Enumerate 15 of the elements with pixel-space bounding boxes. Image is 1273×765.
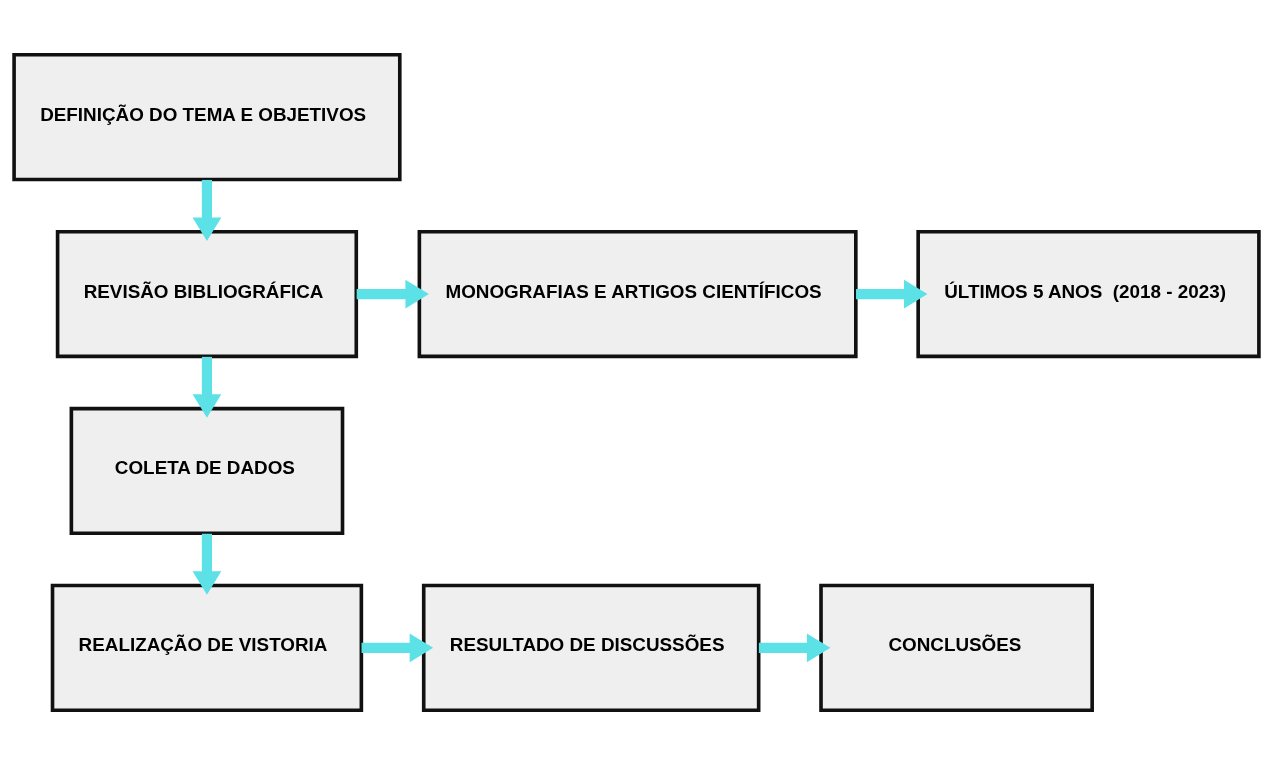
node-box: CONCLUSÕES <box>819 583 1094 712</box>
node-box: DEFINIÇÃO DO TEMA E OBJETIVOS <box>12 53 402 182</box>
node-box: COLETA DE DADOS <box>69 406 345 536</box>
arrow <box>361 633 434 663</box>
arrow <box>856 279 928 309</box>
node-box: MONOGRAFIAS E ARTIGOS CIENTÍFICOS <box>417 229 858 359</box>
arrow <box>192 356 222 418</box>
arrow <box>192 533 222 595</box>
node-box: REALIZAÇÃO DE VISTORIA <box>50 583 364 712</box>
node-box: RESULTADO DE DISCUSSÕES <box>421 583 761 712</box>
arrow <box>758 633 831 663</box>
node-box: REVISÃO BIBLIOGRÁFICA <box>55 229 359 359</box>
arrow <box>356 279 429 309</box>
arrow <box>192 179 222 241</box>
node-box: ÚLTIMOS 5 ANOS (2018 - 2023) <box>916 229 1261 359</box>
